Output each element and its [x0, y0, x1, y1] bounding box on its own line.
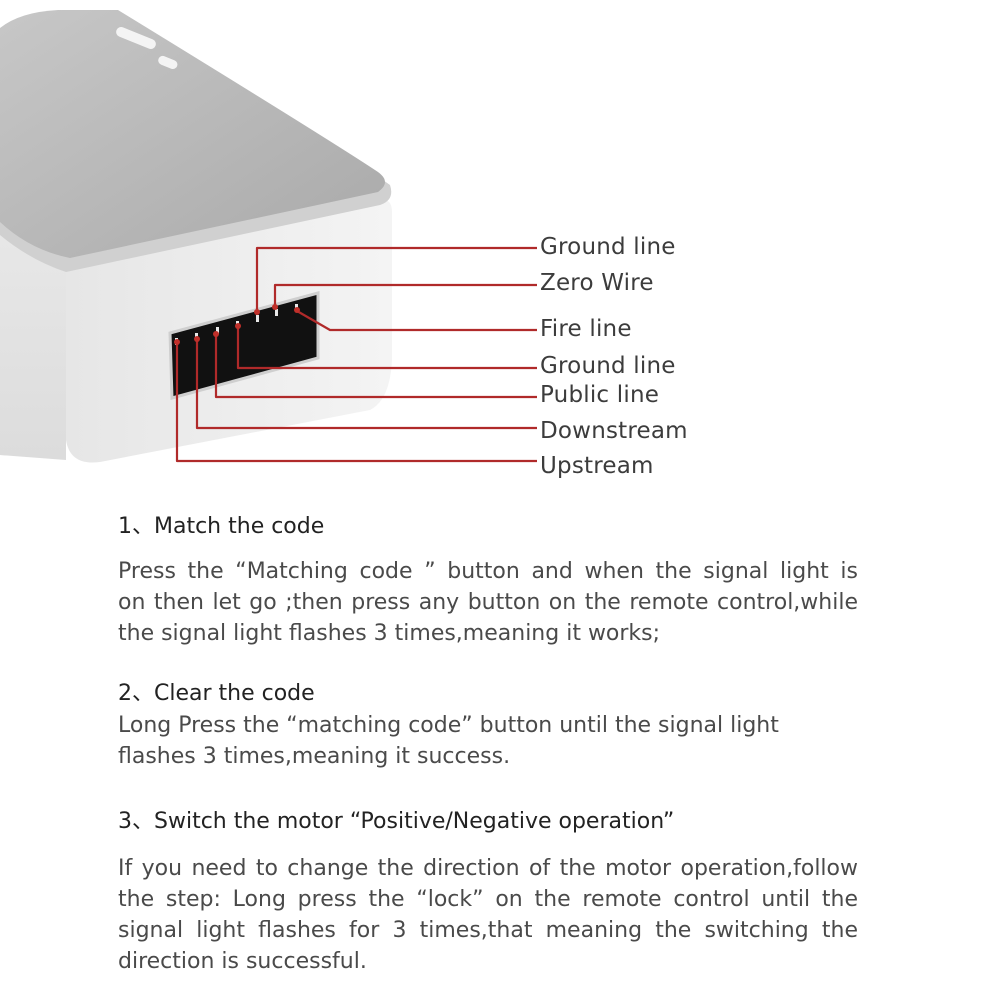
- pin-dots: [174, 304, 300, 345]
- section-2-title: 2、Clear the code: [118, 681, 315, 706]
- leader-upstream: [175, 342, 537, 463]
- leader-ground-line-1: [255, 246, 537, 312]
- smart-switch-module: [0, 10, 392, 463]
- leader-zero-wire: [273, 283, 537, 305]
- leader-ground-line-2: [236, 326, 537, 370]
- label-zero-wire: Zero Wire: [540, 270, 654, 296]
- section-1-title: 1、Match the code: [118, 514, 325, 539]
- label-public-line: Public line: [540, 382, 660, 408]
- status-led-slot-2: [158, 55, 178, 70]
- section-2-line-2: flashes 3 times,meaning it success.: [118, 744, 511, 769]
- terminal-port: [168, 291, 320, 400]
- label-downstream: Downstream: [540, 418, 688, 444]
- section-2-line-1: Long Press the “matching code” button un…: [118, 713, 779, 738]
- label-ground-line-1: Ground line: [540, 234, 676, 260]
- section-1-text: Press the “Matching code ” button and wh…: [118, 556, 858, 649]
- leader-public-line: [214, 336, 537, 399]
- status-led-slot-1: [116, 27, 156, 49]
- section-3-title: 3、Switch the motor “Positive/Negative op…: [118, 809, 675, 834]
- section-3-line-3: signal light flashes for 3 times,that me…: [118, 918, 858, 943]
- section-1-line-1: Press the “Matching code ” button and wh…: [118, 559, 858, 584]
- section-2-text: Long Press the “matching code” button un…: [118, 710, 858, 772]
- device-diagram: [0, 10, 537, 463]
- section-3-text: If you need to change the direction of t…: [118, 853, 858, 977]
- section-1-line-2: on then let go ;then press any button on…: [118, 590, 858, 615]
- section-1-line-3: the signal light flashes 3 times,meaning…: [118, 621, 661, 646]
- label-ground-line-2: Ground line: [540, 353, 676, 379]
- section-3-line-2: the step: Long press the “lock” on the r…: [118, 887, 858, 912]
- section-3-line-4: direction is successful.: [118, 949, 367, 974]
- section-3-line-1: If you need to change the direction of t…: [118, 856, 858, 881]
- leader-fire-line: [296, 310, 537, 332]
- leader-downstream: [195, 339, 537, 430]
- leader-lines: [175, 246, 537, 463]
- label-upstream: Upstream: [540, 453, 654, 479]
- label-fire-line: Fire line: [540, 316, 632, 342]
